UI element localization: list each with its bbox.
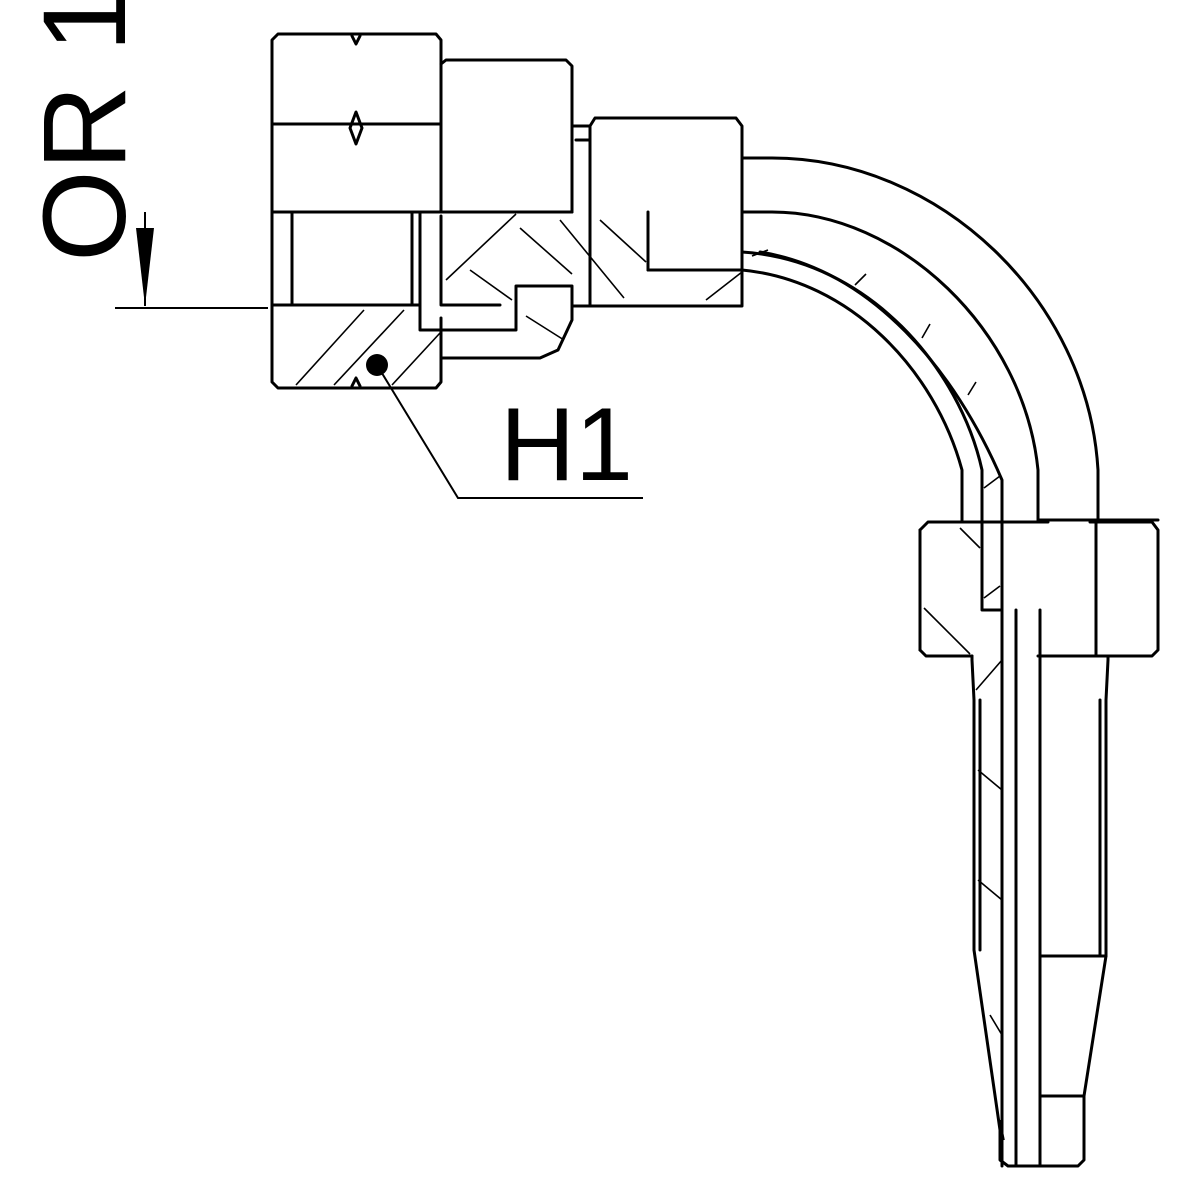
dimension-or1: OR 1 [19, 0, 268, 309]
hose-stem [970, 608, 1110, 1168]
swivel-nut [270, 32, 443, 390]
lower-hex-nut [918, 518, 1160, 658]
hatch-nut-section [295, 309, 441, 386]
hatch-hexnut-section [923, 527, 981, 655]
callout-h1: H1 [366, 354, 643, 503]
dimension-label-or1: OR 1 [19, 0, 151, 262]
hatch-tube-section [751, 249, 1001, 599]
callout-label-h1: H1 [500, 387, 633, 503]
dimension-arrow-icon [136, 228, 154, 306]
callout-leader [376, 364, 643, 499]
hatch-stem-section [975, 659, 1005, 1141]
fitting-body [418, 58, 744, 360]
hatch-body-section [445, 213, 743, 341]
bent-tube [740, 156, 1100, 612]
